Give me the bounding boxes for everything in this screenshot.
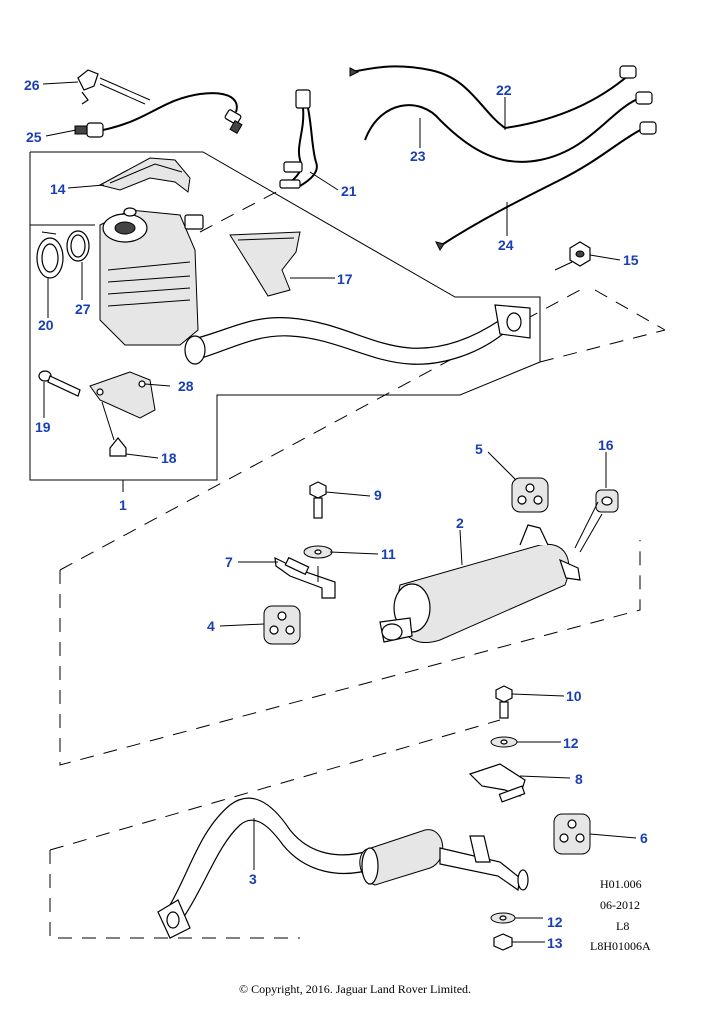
part-label-5: 5 bbox=[475, 441, 483, 457]
bolt-part-19 bbox=[38, 370, 81, 397]
washer-part-12-lower bbox=[490, 912, 516, 924]
insulator-part-16 bbox=[574, 489, 619, 553]
nut-part-15 bbox=[554, 241, 591, 271]
bolt-part-9 bbox=[309, 481, 327, 519]
heat-shield-part-17 bbox=[229, 231, 301, 297]
reference-model: L8 bbox=[616, 919, 629, 933]
rear-section-dashed-box bbox=[49, 850, 300, 939]
part-label-3: 3 bbox=[249, 871, 257, 887]
reference-code: H01.006 bbox=[600, 877, 642, 891]
part-label-2: 2 bbox=[456, 515, 464, 531]
front-downpipe bbox=[184, 304, 531, 365]
part-label-17: 17 bbox=[337, 271, 353, 287]
clamp-part-20 bbox=[36, 231, 64, 318]
washer-part-12-upper bbox=[490, 736, 518, 748]
part-label-16: 16 bbox=[598, 437, 614, 453]
part-label-21: 21 bbox=[341, 183, 357, 199]
part-label-6: 6 bbox=[640, 830, 648, 846]
clip-part-26 bbox=[77, 69, 151, 105]
leader-lines bbox=[42, 81, 637, 943]
bracket-part-8 bbox=[468, 763, 526, 803]
part-label-12-upper: 12 bbox=[563, 735, 579, 751]
part-label-19: 19 bbox=[35, 419, 51, 435]
bolt-part-10 bbox=[495, 685, 513, 719]
rubber-mount-part-5 bbox=[511, 477, 549, 513]
part-label-7: 7 bbox=[225, 554, 233, 570]
gasket-part-27 bbox=[66, 230, 90, 300]
part-label-20: 20 bbox=[38, 317, 54, 333]
temperature-sensors-parts-22-23-24 bbox=[349, 65, 657, 251]
part-label-24: 24 bbox=[498, 237, 514, 253]
sensor-harness-part-21 bbox=[279, 89, 318, 189]
bracket-part-7 bbox=[274, 556, 336, 599]
catalytic-converter bbox=[99, 207, 204, 346]
rubber-mount-part-4 bbox=[263, 605, 301, 645]
part-label-18: 18 bbox=[161, 450, 177, 466]
part-label-15: 15 bbox=[623, 252, 639, 268]
part-label-14: 14 bbox=[50, 181, 66, 197]
copyright-notice: © Copyright, 2016. Jaguar Land Rover Lim… bbox=[239, 982, 471, 996]
heat-shield-part-14 bbox=[98, 157, 191, 193]
rubber-mount-part-6 bbox=[553, 813, 591, 855]
mid-section-dashed-box bbox=[59, 540, 641, 766]
part-label-23: 23 bbox=[410, 148, 426, 164]
part-label-11: 11 bbox=[381, 546, 396, 562]
part-label-26: 26 bbox=[24, 77, 40, 93]
rear-silencer-part-2 bbox=[379, 524, 581, 644]
part-label-9: 9 bbox=[374, 487, 382, 503]
reference-date: 06-2012 bbox=[600, 898, 640, 912]
part-label-22: 22 bbox=[496, 82, 512, 98]
nut-part-13 bbox=[493, 933, 513, 951]
part-label-28: 28 bbox=[178, 378, 194, 394]
part-label-27: 27 bbox=[75, 301, 91, 317]
reference-drawing-number: L8H01006A bbox=[590, 939, 651, 953]
part-label-25: 25 bbox=[26, 129, 42, 145]
nut-part-18 bbox=[109, 437, 127, 457]
bracket-part-28 bbox=[89, 371, 156, 441]
part-label-12-lower: 12 bbox=[547, 914, 563, 930]
part-label-4: 4 bbox=[207, 618, 215, 634]
oxygen-sensor-part-25 bbox=[74, 92, 243, 138]
part-label-13: 13 bbox=[547, 935, 563, 951]
washer-part-11 bbox=[303, 545, 333, 559]
intermediate-pipe-part-3 bbox=[157, 797, 529, 939]
part-label-8: 8 bbox=[575, 771, 583, 787]
part-label-1: 1 bbox=[119, 497, 127, 513]
part-label-10: 10 bbox=[566, 688, 582, 704]
